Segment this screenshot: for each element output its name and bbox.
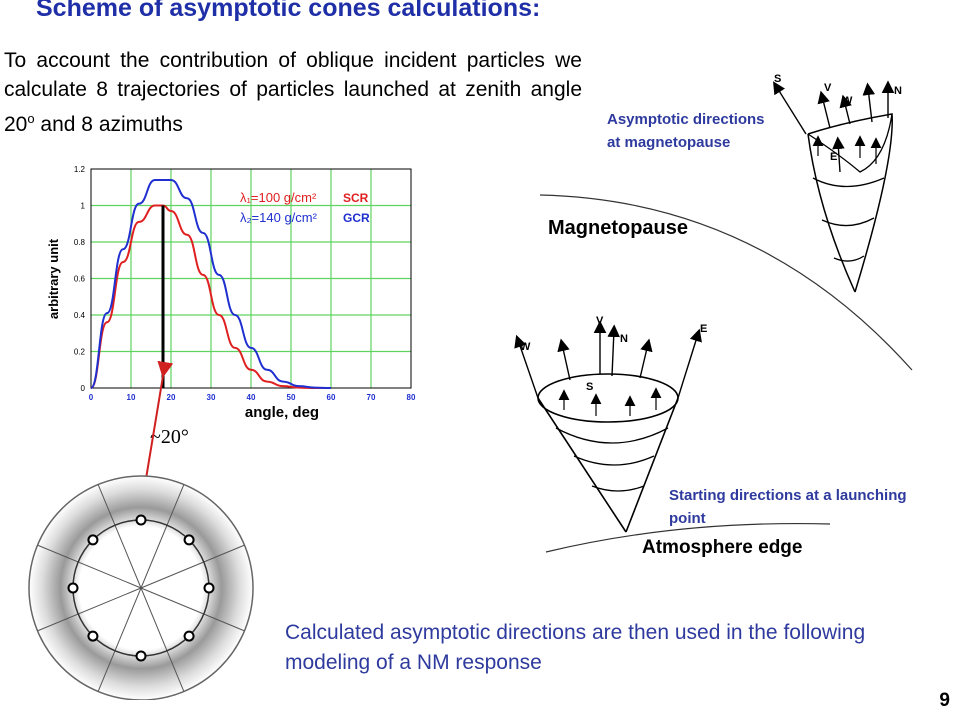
upper-cone-ring-1 [812,177,885,188]
x-tick-label: 80 [407,393,416,402]
chart-y-label: arbitrary unit [46,238,61,319]
lower-letter-e: E [700,323,707,335]
launch-point [87,630,99,642]
upper-arrow-s [773,81,807,135]
disk-spoke [97,484,142,589]
upper-letter-e: E [830,151,837,163]
chart-x-label: angle, deg [245,404,319,421]
lower-letter-w: W [520,341,531,353]
atmosphere-edge-curve [545,522,831,553]
series-line-gcr [90,178,332,389]
lower-cone-ring-2 [573,455,655,466]
lower-cone-left [537,397,627,533]
legend-name: SCR [343,191,369,205]
chart-grid [91,169,411,388]
asymptotic-cone-diagram: S V W N E Magnetopause [539,73,913,371]
upper-letter-w: W [842,95,853,107]
y-tick-label: 0.6 [74,275,86,284]
launch-point [183,630,195,642]
launch-point [135,650,147,662]
upper-cone-ring-2 [821,217,875,227]
slide-title: Scheme of asymptotic cones calculations: [36,0,541,22]
upper-cone-ring-3 [833,255,865,262]
legend-formula: λ₂=140 g/cm² [240,210,318,225]
bottom-paragraph: Calculated asymptotic directions are the… [285,621,866,674]
launch-point [67,582,79,594]
upper-cone-rim-front [807,113,893,173]
intro-main: To account the contribution of oblique i… [4,49,582,136]
lower-cone-rim [537,373,679,423]
chart-lines [90,178,332,389]
lower-letter-s: S [586,381,593,393]
launch-point [203,582,215,594]
x-tick-label: 50 [287,393,296,402]
lower-cone-ring-3 [591,485,645,492]
y-tick-label: 0.4 [74,311,86,320]
y-tick-label: 0.2 [74,348,86,357]
starting-directions-label: Starting directions at a launching point [669,487,907,527]
launch-point [87,534,99,546]
asymptotic-directions-label: Asymptotic directions at magnetopause [607,111,765,151]
lower-arrow-w [514,334,539,399]
legend-name: GCR [343,211,370,225]
launch-point [135,514,147,526]
x-tick-label: 40 [247,393,256,402]
y-tick-label: 1 [81,202,86,211]
lower-letter-v: V [596,315,604,327]
upper-letter-v: V [824,82,832,94]
lower-arrow-2 [557,338,571,381]
x-tick-label: 60 [327,393,336,402]
launch-point [183,534,195,546]
x-tick-label: 10 [127,393,136,402]
disk-spoke [37,587,142,632]
intro-tail: and 8 azimuths [34,113,183,136]
chart-plot-frame [90,168,412,389]
disk-spoke [97,587,142,692]
disk-spoke [140,587,185,692]
lower-cone-right [625,397,679,533]
lower-letter-n: N [620,333,628,345]
y-tick-label: 0.8 [74,238,86,247]
upper-letter-n: N [894,85,902,97]
intro-paragraph: To account the contribution of oblique i… [4,46,582,139]
lower-arrow-e [677,328,702,399]
upper-letter-s: S [774,73,781,85]
disk-spoke [140,544,245,589]
series-line-scr [90,204,331,389]
upper-cone-left [807,133,856,293]
x-tick-label: 70 [367,393,376,402]
upper-arrow-v [817,90,831,129]
disk-spokes [37,484,245,692]
disk-spoke [140,484,185,589]
disk-points [67,514,215,662]
starting-cone-diagram: W V N E S Atmosphere edge [514,315,831,558]
x-tick-label: 0 [89,393,94,402]
page-number: 9 [939,690,950,711]
upper-cone-right [807,113,893,293]
magnetopause-curve [539,194,913,371]
lower-cone-ring-1 [555,427,669,444]
lower-arrow-5 [639,338,653,379]
x-tick-label: 30 [207,393,216,402]
disk-spoke [140,587,245,632]
upper-arrow-w [839,94,852,125]
magnetopause-label: Magnetopause [548,217,688,239]
y-tick-label: 0 [81,384,86,393]
chart-legend: λ₁=100 g/cm² SCR λ₂=140 g/cm² GCR [240,190,370,225]
legend-formula: λ₁=100 g/cm² [240,190,317,205]
atmosphere-edge-label: Atmosphere edge [642,537,802,558]
azimuth-disk [28,475,254,700]
lower-arrow-n [607,324,620,377]
disk-spoke [37,544,142,589]
y-tick-label: 1.2 [74,165,86,174]
upper-arrow-e [832,136,845,173]
intro-degree-sup: o [27,111,35,126]
upper-arrow-n [862,82,876,123]
